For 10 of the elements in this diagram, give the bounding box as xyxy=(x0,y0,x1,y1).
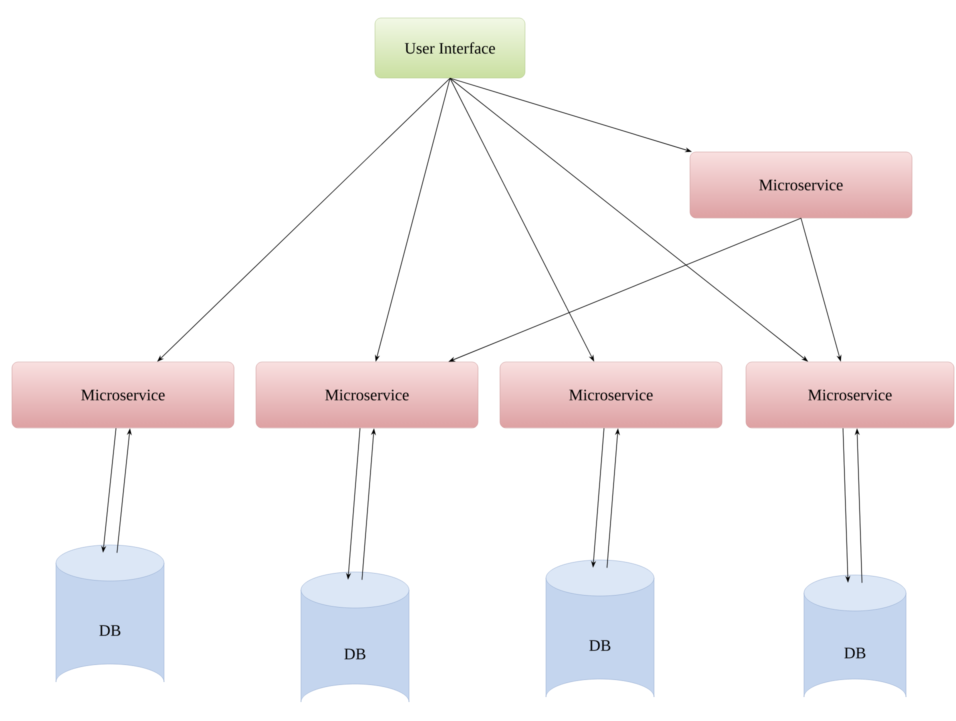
interface-box: User Interface xyxy=(374,18,526,78)
database-cylinder: DB xyxy=(804,574,906,698)
microservice-box: Microservice xyxy=(500,362,722,428)
database-cylinder: DB xyxy=(546,560,654,698)
microservice-box: Microservice xyxy=(746,362,954,428)
microservice-box: Microservice xyxy=(256,362,478,428)
database-cylinder: DB xyxy=(56,544,164,682)
microservice-box: Microservice xyxy=(12,362,234,428)
database-cylinder: DB xyxy=(300,572,410,702)
microservice-box: Microservice xyxy=(690,152,912,218)
